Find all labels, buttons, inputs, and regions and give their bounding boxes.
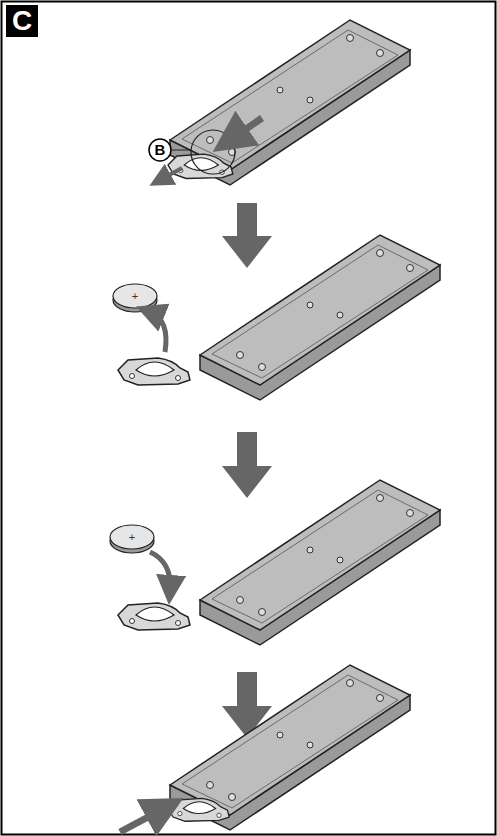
panel-letter: C bbox=[6, 5, 38, 37]
callout-letter: B bbox=[150, 140, 170, 160]
polarity-mark: + bbox=[125, 530, 139, 544]
polarity-mark: + bbox=[128, 289, 142, 303]
